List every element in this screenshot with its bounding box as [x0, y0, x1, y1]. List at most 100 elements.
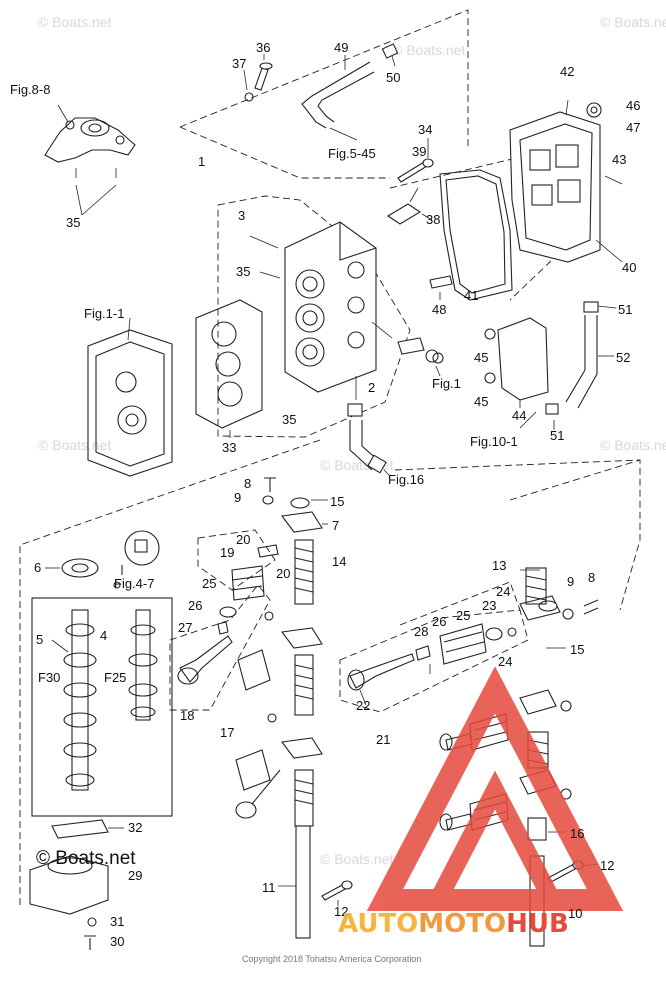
figure-ref-1[interactable]: Fig.1 — [432, 376, 461, 391]
svg-text:AUTOMOTOHUB: AUTOMOTOHUB — [338, 909, 569, 939]
label-26a: 26 — [188, 598, 202, 613]
head-gasket-part — [195, 299, 263, 438]
label-41: 41 — [464, 288, 478, 303]
figure-ref-5-45[interactable]: Fig.5-45 — [328, 146, 376, 161]
copyright-text: Copyright 2018 Tohatsu America Corporati… — [242, 954, 421, 964]
label-29: 29 — [128, 868, 142, 883]
cover-gasket-part — [439, 169, 513, 301]
label-27: 27 — [178, 620, 192, 635]
label-25b: 25 — [456, 608, 470, 623]
cylinder-block-part — [87, 317, 173, 477]
label-8a: 8 — [244, 476, 251, 491]
bracket-part — [44, 104, 136, 216]
watermark-text: © Boats.net — [392, 42, 465, 58]
watermark-text: © Boats.net — [38, 437, 111, 453]
figure-ref-1-1[interactable]: Fig.1-1 — [84, 306, 124, 321]
label-35a: 35 — [66, 215, 80, 230]
label-2: 2 — [368, 380, 375, 395]
label-23: 23 — [482, 598, 496, 613]
figure-ref-8-8[interactable]: Fig.8-8 — [10, 82, 50, 97]
label-32: 32 — [128, 820, 142, 835]
cylinder-head-cover-part — [509, 99, 623, 263]
watermark-text: © Boats.net — [600, 14, 666, 30]
label-35c: 35 — [282, 412, 296, 427]
label-26b: 26 — [432, 614, 446, 629]
label-21: 21 — [376, 732, 390, 747]
spark-plug-part — [429, 275, 453, 300]
valve-assy-left-part — [177, 544, 281, 819]
label-9a: 9 — [234, 490, 241, 505]
valve-spring-center-part — [280, 539, 323, 827]
label-39: 39 — [412, 144, 426, 159]
brand-hub-text: HUB — [506, 909, 569, 939]
label-1: 1 — [198, 154, 205, 169]
label-45a: 45 — [474, 350, 488, 365]
label-22: 22 — [356, 698, 370, 713]
bracket-44-part — [484, 317, 549, 429]
figure-ref-4-7[interactable]: Fig.4-7 — [114, 576, 154, 591]
label-f30: F30 — [38, 670, 60, 685]
label-34: 34 — [418, 122, 432, 137]
label-30: 30 — [110, 934, 124, 949]
brand-auto-text: AUTO — [338, 909, 418, 939]
bolt-12-center-part — [321, 880, 353, 906]
label-48: 48 — [432, 302, 446, 317]
label-37: 37 — [232, 56, 246, 71]
label-51b: 51 — [550, 428, 564, 443]
label-20b: 20 — [276, 566, 290, 581]
label-15b: 15 — [570, 642, 584, 657]
label-12b: 12 — [600, 858, 614, 873]
oil-pump-part — [29, 819, 124, 950]
figure-ref-16[interactable]: Fig.16 — [388, 472, 424, 487]
label-12a: 12 — [334, 904, 348, 919]
label-4: 4 — [100, 628, 107, 643]
label-17: 17 — [220, 725, 234, 740]
label-44: 44 — [512, 408, 526, 423]
label-25a: 25 — [202, 576, 216, 591]
label-35b: 35 — [236, 264, 250, 279]
label-11: 11 — [262, 880, 276, 895]
figure-references[interactable]: Fig.8-8 Fig.5-45 Fig.1-1 Fig.1 Fig.16 Fi… — [10, 82, 518, 591]
camshaft-frame — [31, 597, 173, 817]
hose-52-part — [545, 301, 617, 430]
label-40: 40 — [622, 260, 636, 275]
label-24b: 24 — [498, 654, 512, 669]
label-16: 16 — [570, 826, 584, 841]
label-43: 43 — [612, 152, 626, 167]
callout-labels: 1 2 3 4 5 6 7 8 8 9 9 10 11 12 12 13 14 … — [34, 40, 640, 949]
label-49: 49 — [334, 40, 348, 55]
label-14: 14 — [332, 554, 346, 569]
label-13: 13 — [492, 558, 506, 573]
fig4-7-detail — [121, 530, 160, 575]
label-20a: 20 — [236, 532, 250, 547]
bracket-38-part — [386, 187, 433, 225]
label-9b: 9 — [567, 574, 574, 589]
label-52: 52 — [616, 350, 630, 365]
boats-net-stamp: © Boats.net — [36, 848, 136, 869]
bolt-36-part — [243, 54, 273, 102]
label-31: 31 — [110, 914, 124, 929]
label-33: 33 — [222, 440, 236, 455]
watermark-text: © Boats.net — [600, 437, 666, 453]
label-51a: 51 — [618, 302, 632, 317]
rocker-arm-center-part — [262, 477, 328, 533]
label-38: 38 — [426, 212, 440, 227]
label-5: 5 — [36, 632, 43, 647]
label-45b: 45 — [474, 394, 488, 409]
label-28: 28 — [414, 624, 428, 639]
label-18: 18 — [180, 708, 194, 723]
figure-ref-10-1[interactable]: Fig.10-1 — [470, 434, 518, 449]
label-19: 19 — [220, 545, 234, 560]
camshaft-f25-part — [128, 609, 158, 721]
rocker-arm-right-part — [519, 567, 599, 649]
valve-assy-right-part — [347, 623, 517, 706]
brand-wordmark: AUTOMOTOHUB — [338, 909, 569, 939]
label-7: 7 — [332, 518, 339, 533]
label-24a: 24 — [496, 584, 510, 599]
label-36: 36 — [256, 40, 270, 55]
brand-moto-text: MOTO — [418, 909, 506, 939]
watermark-text: © Boats.net — [38, 14, 111, 30]
label-50: 50 — [386, 70, 400, 85]
